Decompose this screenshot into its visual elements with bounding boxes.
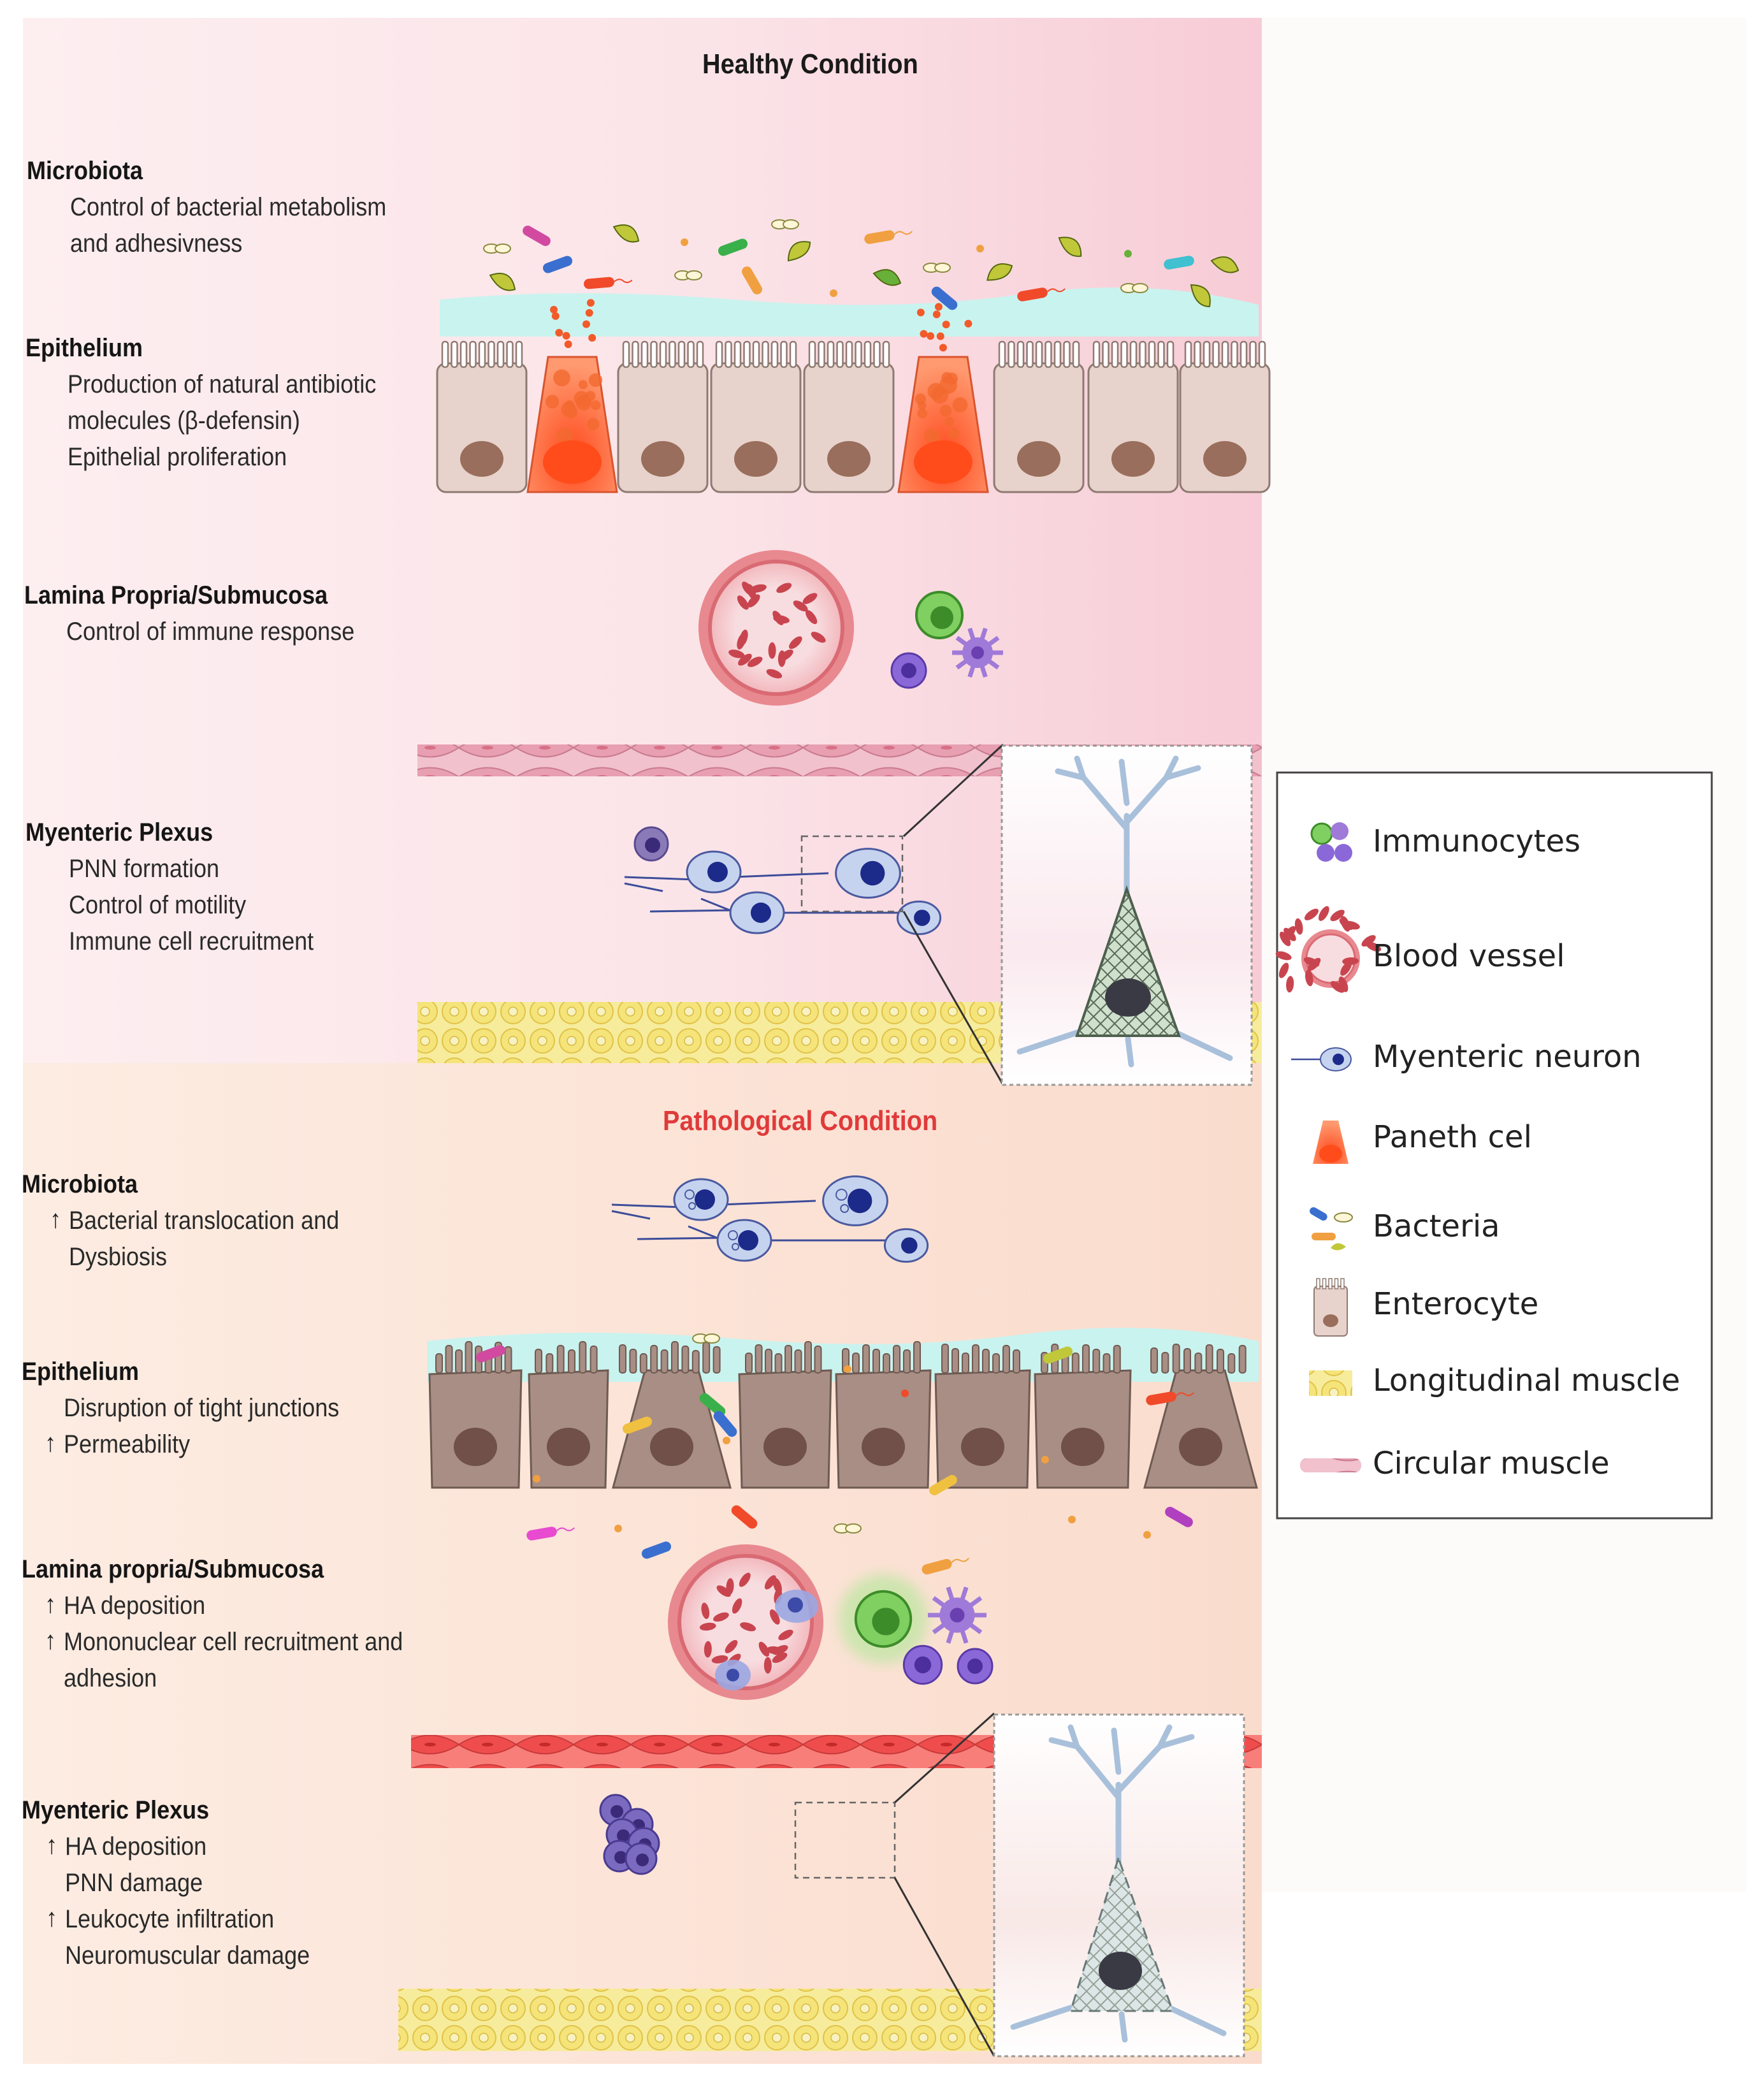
healthy-microbiota bbox=[483, 219, 1240, 310]
pathological-line-0-1: Dysbiosis bbox=[69, 1243, 168, 1271]
legend-label-2: Myenteric neuron bbox=[1373, 1039, 1642, 1075]
legend-label-6: Longitudinal muscle bbox=[1373, 1363, 1681, 1398]
myenteric-neuron-icon bbox=[1291, 1047, 1352, 1071]
healthy-blood-vessel bbox=[698, 550, 854, 706]
pathological-arrow-0-0: ↑ bbox=[50, 1205, 61, 1233]
pathological-line-3-0: HA deposition bbox=[65, 1832, 207, 1861]
mucus-layer bbox=[440, 287, 1259, 337]
bacteria-icon bbox=[1310, 1207, 1353, 1251]
healthy-title: Healthy Condition bbox=[702, 48, 918, 80]
healthy-heading-2: Lamina Propria/Submucosa bbox=[24, 581, 328, 609]
longitudinal-muscle-icon bbox=[1309, 1370, 1352, 1396]
pathological-arrow-3-2: ↑ bbox=[46, 1904, 57, 1932]
pathological-line-2-2: adhesion bbox=[64, 1664, 157, 1692]
healthy-heading-0: Microbiota bbox=[27, 157, 143, 185]
paneth-cell-icon bbox=[1313, 1121, 1348, 1164]
circular-muscle-icon bbox=[1300, 1458, 1361, 1472]
healthy-epithelium bbox=[436, 299, 1271, 493]
damaged-pnn-inset bbox=[993, 1713, 1245, 2057]
pathological-line-3-3: Neuromuscular damage bbox=[65, 1941, 310, 1970]
healthy-line-3-0: PNN formation bbox=[69, 855, 220, 883]
pathological-line-3-1: PNN damage bbox=[65, 1869, 203, 1897]
pathological-arrow-2-0: ↑ bbox=[45, 1590, 56, 1618]
damaged-epithelium bbox=[428, 1341, 1258, 1489]
pathological-line-3-2: Leukocyte infiltration bbox=[65, 1905, 275, 1933]
legend-label-1: Blood vessel bbox=[1373, 938, 1565, 974]
recruited-immune-cells bbox=[839, 1574, 994, 1685]
pathological-arrow-3-0: ↑ bbox=[46, 1831, 57, 1859]
pathological-arrow-1-1: ↑ bbox=[45, 1429, 56, 1457]
legend-label-7: Circular muscle bbox=[1373, 1446, 1610, 1481]
healthy-immune-cells bbox=[890, 591, 1003, 689]
healthy-line-1-0: Production of natural antibiotic bbox=[68, 370, 377, 398]
legend-label-5: Enterocyte bbox=[1373, 1286, 1539, 1322]
healthy-line-0-1: and adhesivness bbox=[70, 229, 243, 258]
pathological-title: Pathological Condition bbox=[663, 1105, 938, 1136]
inflamed-blood-vessel bbox=[668, 1544, 823, 1700]
damaged-myenteric-neurons bbox=[599, 1175, 929, 1875]
healthy-heading-1: Epithelium bbox=[25, 334, 143, 362]
healthy-line-3-1: Control of motility bbox=[69, 891, 247, 919]
healthy-line-2-0: Control of immune response bbox=[66, 618, 355, 646]
healthy-line-3-2: Immune cell recruitment bbox=[69, 927, 314, 955]
legend-label-3: Paneth cel bbox=[1373, 1119, 1532, 1155]
pathological-heading-2: Lamina propria/Submucosa bbox=[22, 1555, 324, 1583]
pathological-heading-3: Myenteric Plexus bbox=[22, 1796, 210, 1824]
pathological-arrow-2-1: ↑ bbox=[45, 1627, 56, 1655]
healthy-pnn-inset bbox=[1001, 744, 1253, 1086]
healthy-myenteric-neurons bbox=[624, 826, 942, 936]
enterocyte-icon bbox=[1313, 1278, 1348, 1337]
translocated-bacteria bbox=[475, 1333, 1194, 1575]
pathological-heading-0: Microbiota bbox=[22, 1170, 138, 1198]
pathological-line-2-1: Mononuclear cell recruitment and bbox=[64, 1628, 403, 1656]
pathological-line-0-0: Bacterial translocation and bbox=[69, 1207, 340, 1235]
pathological-line-2-0: HA deposition bbox=[64, 1592, 206, 1620]
legend-label-0: Immunocytes bbox=[1373, 824, 1581, 859]
blood-vessel-icon bbox=[1275, 906, 1382, 993]
pathological-line-1-1: Permeability bbox=[64, 1430, 191, 1458]
healthy-line-1-2: Epithelial proliferation bbox=[68, 443, 287, 471]
healthy-line-1-1: molecules (β-defensin) bbox=[68, 407, 300, 435]
healthy-heading-3: Myenteric Plexus bbox=[25, 818, 213, 846]
healthy-line-0-0: Control of bacterial metabolism bbox=[70, 193, 387, 221]
pathological-line-1-0: Disruption of tight junctions bbox=[64, 1394, 340, 1422]
legend-label-4: Bacteria bbox=[1373, 1208, 1500, 1244]
immunocytes-icon bbox=[1310, 822, 1352, 862]
pathological-heading-1: Epithelium bbox=[22, 1358, 140, 1386]
